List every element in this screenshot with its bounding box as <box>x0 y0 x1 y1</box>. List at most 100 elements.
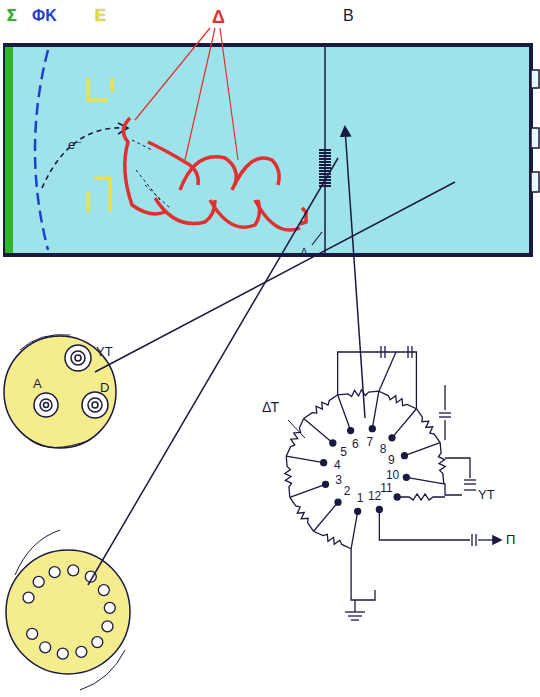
resistor-symbol <box>438 443 445 484</box>
wire <box>444 420 445 440</box>
socket-holes <box>23 565 115 659</box>
pin-number: 3 <box>335 474 342 486</box>
socket-hole <box>68 565 79 576</box>
resistor-symbol <box>285 456 292 497</box>
part-label: ΔΤ <box>262 400 279 414</box>
ground-symbol <box>345 611 365 612</box>
leader-line <box>312 232 322 245</box>
pin-number: 9 <box>388 454 395 466</box>
electron-cascade <box>132 140 170 208</box>
pin <box>319 158 331 160</box>
connector-label: Α <box>33 377 42 390</box>
pin <box>319 182 331 184</box>
wire <box>464 489 476 490</box>
base-front-view <box>4 336 116 448</box>
resistor-symbol <box>416 409 440 443</box>
capacitor-symbol <box>471 534 472 546</box>
pin <box>319 152 331 154</box>
part-label: Σ <box>7 8 17 24</box>
pin-number: 7 <box>367 436 374 448</box>
pin-number: 10 <box>386 469 399 481</box>
wire <box>372 391 379 428</box>
leader-line <box>88 158 338 585</box>
capacitor-symbol <box>464 483 476 484</box>
socket-hole <box>98 585 109 596</box>
wire <box>338 352 417 409</box>
resistor-symbol <box>304 395 338 419</box>
socket-hole <box>27 628 38 639</box>
wire <box>379 352 396 391</box>
connector <box>531 70 539 88</box>
leader-line <box>345 128 365 418</box>
window <box>5 47 13 253</box>
capacitor-symbol <box>439 412 451 413</box>
wire <box>392 409 416 438</box>
pin-number: 4 <box>334 459 341 471</box>
connector-label: ΥΤ <box>478 488 495 501</box>
socket-hole <box>102 621 113 632</box>
wire <box>286 456 323 463</box>
socket-hole <box>23 592 34 603</box>
ground-wire <box>354 600 355 612</box>
focus-electrode <box>88 178 110 212</box>
connector <box>531 128 539 148</box>
wire <box>290 484 326 497</box>
part-label: Β <box>343 8 354 24</box>
pin-number: 12 <box>368 490 381 502</box>
wire <box>404 443 440 456</box>
pin <box>319 164 331 166</box>
leader-line <box>288 420 305 438</box>
pin-number: 2 <box>344 485 351 497</box>
part-label: Ε <box>95 8 106 24</box>
leader-line <box>135 28 238 160</box>
wire <box>304 419 333 443</box>
outline <box>15 530 125 690</box>
leader-line <box>95 182 455 372</box>
outline <box>20 335 90 448</box>
pin-number: 8 <box>380 443 387 455</box>
part-label: ΦΚ <box>32 8 57 24</box>
socket-hole <box>57 648 68 659</box>
capacitor-symbol <box>380 346 381 358</box>
focus-electrode <box>88 78 112 100</box>
wire <box>314 502 338 531</box>
resistor-symbol <box>290 497 314 531</box>
wire <box>338 395 351 431</box>
divider-schematic <box>285 346 500 620</box>
socket-hole <box>49 567 60 578</box>
socket-hole <box>76 646 87 657</box>
pin <box>319 176 331 178</box>
pin-number: 5 <box>340 446 347 458</box>
pin-number: 1 <box>357 492 364 504</box>
output-label: Π <box>506 533 515 546</box>
capacitor-symbol <box>407 346 408 358</box>
pin-socket-view <box>6 550 130 674</box>
resistor-symbol <box>379 391 417 409</box>
wire <box>444 484 462 495</box>
connector-label: ΥΤ <box>96 345 113 358</box>
capacitor-symbol <box>439 416 451 417</box>
capacitor-symbol <box>384 346 385 358</box>
capacitor-symbol <box>475 534 476 546</box>
socket-hole <box>104 602 115 613</box>
wire <box>351 549 375 600</box>
wire <box>379 509 470 540</box>
resistor-symbol <box>286 419 304 457</box>
pin <box>319 155 331 157</box>
wire <box>351 511 358 548</box>
socket-hole <box>92 637 103 648</box>
wire <box>445 458 470 478</box>
socket-hole <box>33 576 44 587</box>
wire <box>406 477 443 484</box>
pin-number: 11 <box>380 482 392 494</box>
pin <box>319 167 331 169</box>
tube-envelope <box>5 45 531 255</box>
particle-label: e⁻ <box>68 138 82 151</box>
capacitor-symbol <box>464 479 476 480</box>
part-label: Δ <box>212 8 225 26</box>
resistor-symbol <box>314 531 352 549</box>
capacitor-symbol <box>411 346 412 358</box>
connector <box>531 172 539 192</box>
part-label: Α <box>300 247 308 259</box>
